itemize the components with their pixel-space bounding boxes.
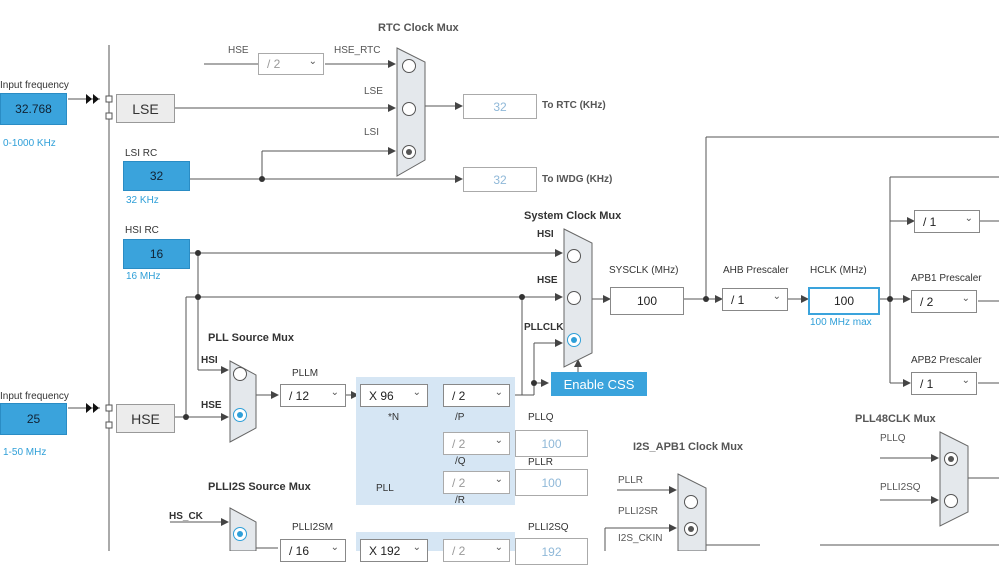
chevron-down-icon: ⌄	[964, 213, 973, 224]
rtc-mux-radio-lse[interactable]	[402, 102, 416, 116]
pllm-select[interactable]: / 12⌄	[280, 384, 346, 407]
chevron-down-icon: ⌄	[308, 56, 317, 67]
pll-source-mux-title: PLL Source Mux	[208, 332, 294, 344]
sys-mux-radio-hse[interactable]	[567, 291, 581, 305]
pllq-sub: /Q	[455, 456, 466, 467]
i2s-radio-plli2sr[interactable]	[684, 522, 698, 536]
sys-mux-pllclk-label: PLLCLK	[524, 322, 564, 333]
i2s-radio-pllr[interactable]	[684, 495, 698, 509]
sys-mux-radio-pllclk[interactable]	[567, 333, 581, 347]
apb2-prescaler-select[interactable]: / 1⌄	[911, 372, 977, 395]
plln-sub: *N	[388, 412, 400, 423]
hse-source-box[interactable]: HSE	[116, 404, 175, 433]
plli2s-src-radio[interactable]	[233, 527, 247, 541]
sys-mux-hse-label: HSE	[537, 275, 558, 286]
hse-rtc-label: HSE_RTC	[334, 45, 381, 56]
chevron-down-icon: ⌄	[961, 375, 970, 386]
plln-select[interactable]: X 96⌄	[360, 384, 428, 407]
chevron-down-icon: ⌄	[412, 387, 421, 398]
pllq-select[interactable]: / 2⌄	[443, 432, 510, 455]
lse-source-box[interactable]: LSE	[116, 94, 175, 123]
pllp-sub: /P	[455, 412, 465, 423]
chevron-down-icon: ⌄	[494, 542, 503, 553]
plli2sq-value: 192	[515, 538, 588, 565]
sysclk-field[interactable]: 100	[610, 287, 684, 315]
rtc-mux-title: RTC Clock Mux	[378, 22, 459, 34]
sys-mux-hsi-label: HSI	[537, 229, 554, 240]
to-rtc-label: To RTC (KHz)	[542, 100, 606, 111]
lse-input-freq-field[interactable]: 32.768	[0, 93, 67, 125]
top-right-divider-select[interactable]: / 1⌄	[914, 210, 980, 233]
hse-input-range: 1-50 MHz	[3, 447, 47, 458]
chevron-down-icon: ⌄	[494, 474, 503, 485]
to-iwdg-label: To IWDG (KHz)	[542, 174, 613, 185]
pll-src-radio-hsi[interactable]	[233, 367, 247, 381]
pll48-radio-pllq[interactable]	[944, 452, 958, 466]
i2s-plli2sr-label: PLLI2SR	[618, 506, 659, 517]
pllr-sub: /R	[455, 495, 465, 506]
lsi-rc-unit: 32 KHz	[126, 195, 159, 206]
chevron-down-icon: ⌄	[494, 387, 503, 398]
pll48-mux-title: PLL48CLK Mux	[855, 413, 936, 425]
chevron-down-icon: ⌄	[961, 293, 970, 304]
pllm-label: PLLM	[292, 368, 319, 379]
pll48-plli2sq-label: PLLI2SQ	[880, 482, 921, 493]
pll48-pllq-label: PLLQ	[880, 433, 906, 444]
rtc-mux-radio-lsi[interactable]	[402, 145, 416, 159]
chevron-down-icon: ⌄	[330, 387, 339, 398]
hse-input-freq-label: Input frequency	[0, 391, 69, 402]
sys-mux-title: System Clock Mux	[524, 210, 622, 222]
plli2s-source-mux-title: PLLI2S Source Mux	[208, 481, 311, 493]
pllq-out-label: PLLQ	[528, 412, 554, 423]
lse-input-range: 0-1000 KHz	[3, 138, 56, 149]
rtc-mux-radio-hse[interactable]	[402, 59, 416, 73]
to-rtc-value: 32	[463, 94, 537, 119]
apb2-prescaler-label: APB2 Prescaler	[911, 355, 982, 366]
hclk-max: 100 MHz max	[810, 317, 872, 328]
i2s-pllr-label: PLLR	[618, 475, 644, 486]
pll-src-hse-label: HSE	[201, 400, 222, 411]
sys-mux-radio-hsi[interactable]	[567, 249, 581, 263]
hclk-label: HCLK (MHz)	[810, 265, 867, 276]
lse-input-freq-label: Input frequency	[0, 80, 69, 91]
sysclk-label: SYSCLK (MHz)	[609, 265, 679, 276]
hse-input-freq-field[interactable]: 25	[0, 403, 67, 435]
plli2sm-label: PLLI2SM	[292, 522, 334, 533]
hsi-rc-value: 16	[123, 239, 190, 269]
pll-src-hsi-label: HSI	[201, 355, 218, 366]
to-iwdg-value: 32	[463, 167, 537, 192]
ahb-prescaler-select[interactable]: / 1⌄	[722, 288, 788, 311]
hsi-rc-unit: 16 MHz	[126, 271, 161, 282]
chevron-down-icon: ⌄	[494, 435, 503, 446]
i2s-mux-title: I2S_APB1 Clock Mux	[633, 441, 744, 453]
chevron-down-icon: ⌄	[412, 542, 421, 553]
lsi-rc-value: 32	[123, 161, 190, 191]
chevron-down-icon: ⌄	[330, 542, 339, 553]
i2s-ckin-label: I2S_CKIN	[618, 533, 663, 544]
rtc-hse-label: HSE	[228, 45, 249, 56]
apb1-prescaler-select[interactable]: / 2⌄	[911, 290, 977, 313]
pllp-select[interactable]: / 2⌄	[443, 384, 510, 407]
pllq-out-value: 100	[515, 430, 588, 457]
pll-src-radio-hse[interactable]	[233, 408, 247, 422]
ahb-prescaler-label: AHB Prescaler	[723, 265, 789, 276]
pllr-out-label: PLLR	[528, 457, 554, 468]
plli2s-hsck-label: HS_CK	[169, 511, 203, 522]
lsi-rc-label: LSI RC	[125, 148, 158, 159]
hsi-rc-label: HSI RC	[125, 225, 159, 236]
pll-block-label: PLL	[376, 483, 394, 494]
hclk-field[interactable]: 100	[808, 287, 880, 315]
pll48-radio-plli2sq[interactable]	[944, 494, 958, 508]
pllr-out-value: 100	[515, 469, 588, 496]
hse-rtc-divider-select[interactable]: / 2⌄	[258, 53, 324, 75]
enable-css-button[interactable]: Enable CSS	[551, 372, 647, 396]
chevron-down-icon: ⌄	[772, 291, 781, 302]
rtc-lse-label: LSE	[364, 86, 383, 97]
apb1-prescaler-label: APB1 Prescaler	[911, 273, 982, 284]
rtc-lsi-label: LSI	[364, 127, 380, 138]
pllr-select[interactable]: / 2⌄	[443, 471, 510, 494]
plli2sq-label: PLLI2SQ	[528, 522, 569, 533]
